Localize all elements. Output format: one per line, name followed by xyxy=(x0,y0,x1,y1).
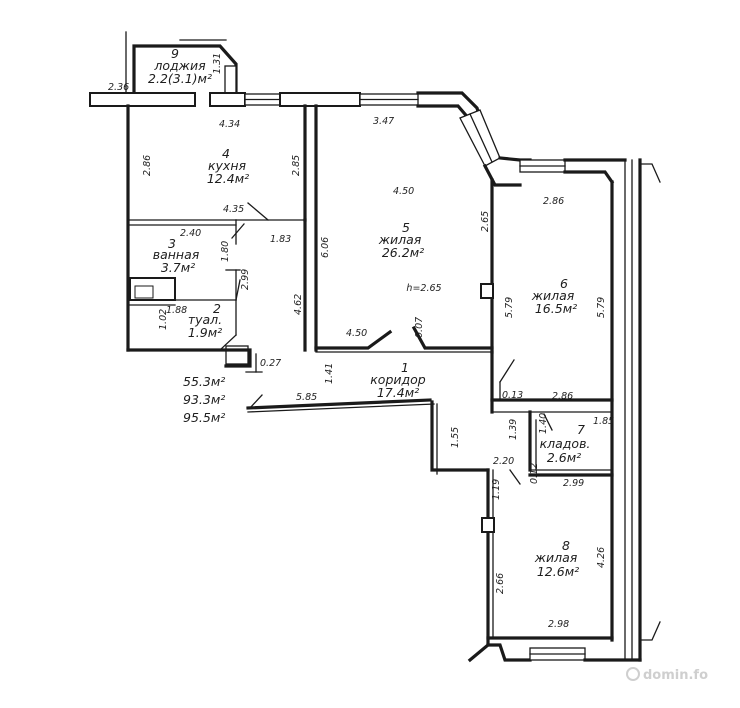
dimension: 2.99 xyxy=(240,269,251,290)
dimension: 2.65 xyxy=(480,211,491,232)
room-7-label: 7 кладов. 2.6м² xyxy=(540,422,591,465)
dimension: 3.47 xyxy=(373,116,394,127)
room-name: лоджия xyxy=(153,58,206,73)
room-1-label: 1 коридор 17.4м² xyxy=(370,360,426,400)
dimension: 2.86 xyxy=(543,196,564,207)
room-name: жилая xyxy=(378,232,422,247)
room-6-label: 6 жилая 16.5м² xyxy=(531,276,577,316)
room-name: кладов. xyxy=(540,436,591,451)
room-area: 26.2м² xyxy=(382,245,424,260)
room-3-label: 3 ванная 3.7м² xyxy=(153,236,200,275)
watermark-text: domin.fo xyxy=(643,668,708,683)
dimension: 0.07 xyxy=(414,317,425,338)
room-name: жилая xyxy=(534,550,578,565)
room-number: 2 xyxy=(213,301,221,316)
dimension: 2.99 xyxy=(563,478,584,489)
room-area: 2.2(3.1)м² xyxy=(148,71,212,86)
corridor-walls xyxy=(246,394,495,640)
room-name: кухня xyxy=(208,158,247,173)
room-number: 6 xyxy=(560,276,568,291)
room-number: 5 xyxy=(402,220,410,235)
area-totals: 55.3м² 93.3м² 95.5м² xyxy=(183,374,225,425)
room-number: 4 xyxy=(222,146,230,161)
dimension: 2.36 xyxy=(108,82,129,93)
dimension: 2.40 xyxy=(180,228,201,239)
dimension: 1.83 xyxy=(270,234,291,245)
dimension: 1.02 xyxy=(158,309,169,330)
watermark: domin.fo xyxy=(626,667,708,683)
dimension: 2.20 xyxy=(493,456,514,467)
dimension: 1.39 xyxy=(508,419,519,440)
room-area: 12.4м² xyxy=(207,171,249,186)
room-name: ванная xyxy=(153,247,200,262)
room-name: жилая xyxy=(531,288,575,303)
dimension: 4.50 xyxy=(346,328,367,339)
dimension: 2.86 xyxy=(552,391,573,402)
dimension: 1.19 xyxy=(491,479,502,500)
kitchen-living-walls xyxy=(235,104,494,354)
room-8-label: 8 жилая 12.6м² xyxy=(534,538,579,579)
dimension: 1.85 xyxy=(593,416,614,427)
dimension: 2.86 xyxy=(142,155,153,176)
room-name: коридор xyxy=(370,372,426,387)
room-area: 3.7м² xyxy=(161,260,195,275)
left-walls xyxy=(126,104,263,373)
dimension: 6.06 xyxy=(320,237,331,258)
dimension: 1.88 xyxy=(166,305,187,316)
total-living-area: 55.3м² xyxy=(183,374,225,389)
dimension: 1.55 xyxy=(450,427,461,448)
room-name: туал. xyxy=(188,312,222,327)
dimension: 4.50 xyxy=(393,186,414,197)
dimension: 4.62 xyxy=(293,294,304,315)
dimension: 2.85 xyxy=(291,155,302,176)
watermark-logo-icon xyxy=(626,667,640,681)
room-area: 2.6м² xyxy=(547,450,581,465)
room-9-label: 9 лоджия 2.2(3.1)м² xyxy=(148,46,212,86)
dimension: 0.27 xyxy=(260,358,281,369)
dimension: 4.35 xyxy=(223,204,244,215)
room-area: 16.5м² xyxy=(535,301,577,316)
room-4-label: 4 кухня 12.4м² xyxy=(207,146,249,186)
dimension: 1.31 xyxy=(212,53,223,74)
bottom-outer-wall xyxy=(467,636,642,663)
total-area: 93.3м² xyxy=(183,392,225,407)
walls xyxy=(89,31,661,663)
room-number: 8 xyxy=(562,538,570,553)
dimension: 1.41 xyxy=(324,363,335,384)
right-outer-wall xyxy=(610,158,661,662)
dimension: 0.12 xyxy=(529,463,540,484)
dimension: 5.79 xyxy=(504,297,515,318)
total-area-with-loggia: 95.5м² xyxy=(183,410,225,425)
dimension-labels: 2.36 1.31 4.34 3.47 2.86 2.85 4.50 4.35 … xyxy=(108,53,614,630)
dimension: 1.40 xyxy=(538,413,549,434)
room-2-label: 2 туал. 1.9м² xyxy=(188,301,222,340)
dimension: 4.34 xyxy=(219,119,240,130)
dimension: 5.79 xyxy=(596,297,607,318)
dimension: 5.85 xyxy=(296,392,317,403)
room-area: 17.4м² xyxy=(377,385,419,400)
dimension: 2.66 xyxy=(495,573,506,594)
bedroom-walls xyxy=(490,350,614,485)
dimension: 0.13 xyxy=(502,390,523,401)
room-number: 1 xyxy=(401,360,409,375)
top-outer-wall xyxy=(89,91,627,187)
room-number: 3 xyxy=(168,236,176,251)
dimension: 2.98 xyxy=(548,619,569,630)
room-area: 1.9м² xyxy=(188,325,222,340)
room-area: 12.6м² xyxy=(537,564,579,579)
dimension: 4.26 xyxy=(596,547,607,568)
room-labels: 9 лоджия 2.2(3.1)м² 4 кухня 12.4м² 5 жил… xyxy=(148,46,590,579)
room-5-label: 5 жилая 26.2м² h=2.65 xyxy=(378,220,442,294)
loggia-walls xyxy=(125,31,238,101)
room-number: 7 xyxy=(577,422,585,437)
ceiling-height: h=2.65 xyxy=(406,283,441,294)
room-number: 9 xyxy=(171,46,179,61)
dimension: 1.80 xyxy=(220,241,231,262)
